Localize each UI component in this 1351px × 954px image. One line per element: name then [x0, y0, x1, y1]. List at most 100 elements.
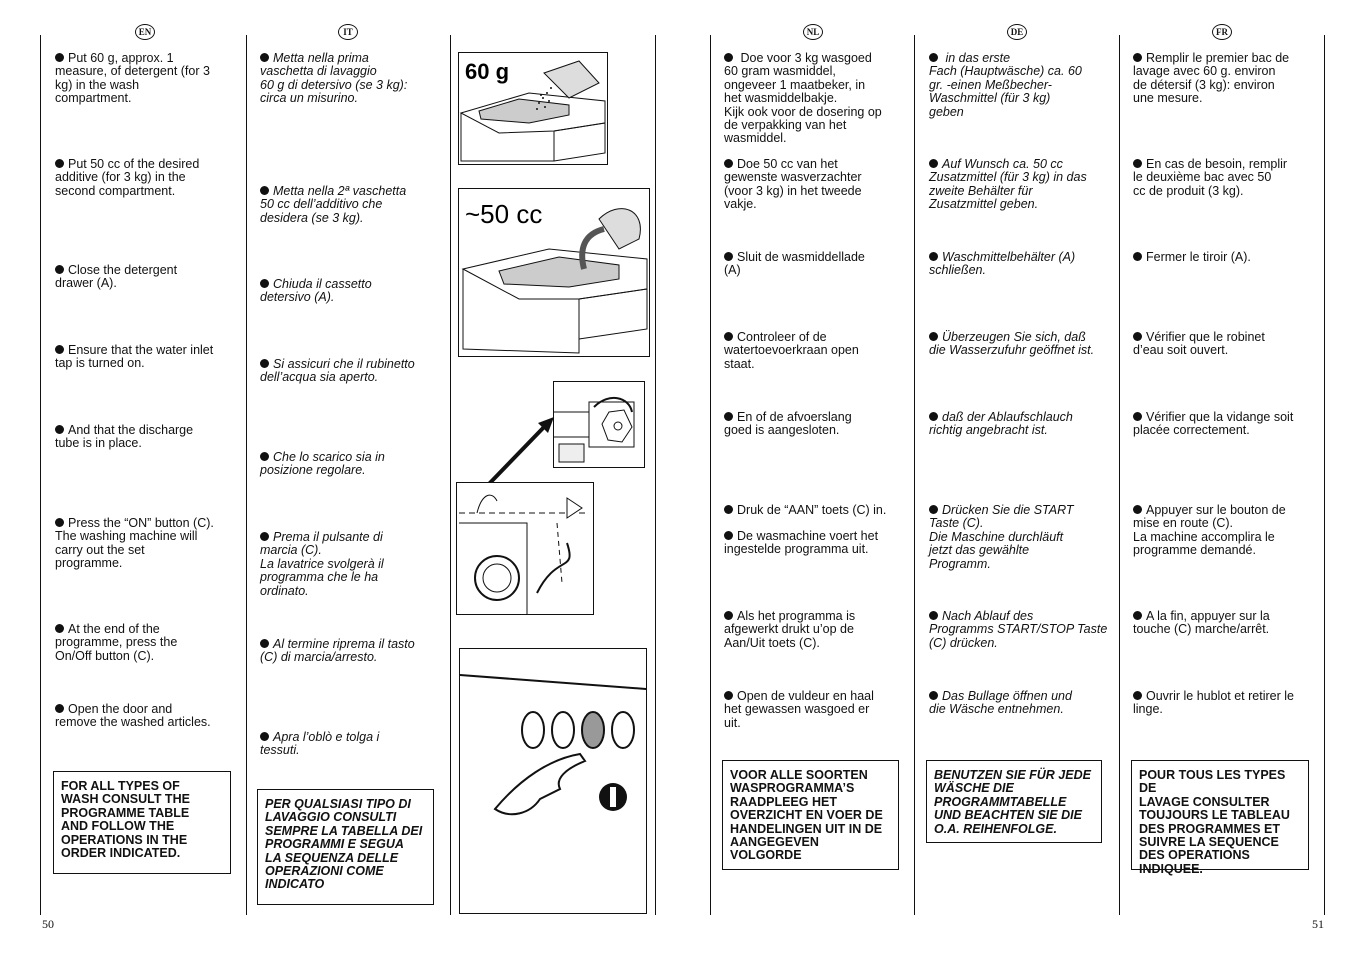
column-divider [710, 35, 711, 915]
language-badge-fr: FR [1212, 24, 1232, 40]
instruction-nl-4: Controleer of de watertoevoerkraan open … [724, 330, 859, 371]
column-divider [914, 35, 915, 915]
bullet-icon [260, 186, 269, 195]
instruction-fr-2: En cas de besoin, remplir le deuxième ba… [1133, 157, 1288, 198]
column-divider [450, 35, 451, 915]
instruction-fr-7: A la fin, appuyer sur la touche (C) marc… [1133, 609, 1270, 637]
instruction-it-3: Chiuda il cassetto detersivo (A). [260, 277, 372, 305]
bullet-icon [1133, 53, 1142, 62]
column-divider [246, 35, 247, 915]
figure-detergent-drawer-60g: 60 g [458, 52, 608, 165]
bullet-icon [55, 159, 64, 168]
figure-label-60g: 60 g [465, 59, 509, 84]
instruction-fr-5: Vérifier que la vidange soit placée corr… [1133, 410, 1294, 438]
bullet-icon [1133, 332, 1142, 341]
column-divider [40, 35, 41, 915]
instruction-en-6: Press the “ON” button (C). The washing m… [55, 516, 214, 571]
bullet-icon [724, 531, 733, 540]
bullet-icon [724, 691, 733, 700]
column-divider [655, 35, 656, 915]
note-box-it: PER QUALSIASI TIPO DI LAVAGGIO CONSULTI … [257, 789, 434, 905]
page-number-left: 50 [42, 917, 54, 931]
bullet-icon [260, 359, 269, 368]
bullet-icon [260, 452, 269, 461]
bullet-icon [1133, 159, 1142, 168]
bullet-icon [724, 412, 733, 421]
bullet-icon [55, 518, 64, 527]
column-divider [1324, 35, 1325, 915]
instruction-nl-1: Doe voor 3 kg wasgoed 60 gram wasmiddel,… [724, 51, 882, 146]
bullet-icon [724, 332, 733, 341]
bullet-icon [260, 53, 269, 62]
bullet-icon [55, 704, 64, 713]
note-box-nl: VOOR ALLE SOORTEN WASPROGRAMMA’S RAADPLE… [722, 760, 899, 870]
bullet-icon [929, 53, 938, 62]
instruction-nl-2: Doe 50 cc van het gewenste wasverzachter… [724, 157, 862, 212]
instruction-en-7: At the end of the programme, press the O… [55, 622, 178, 663]
instruction-de-6: Drücken Sie die START Taste (C). Die Mas… [929, 503, 1074, 571]
bullet-icon [1133, 252, 1142, 261]
instruction-nl-5: En of de afvoerslang goed is aangesloten… [724, 410, 852, 438]
bullet-icon [260, 279, 269, 288]
bullet-icon [55, 345, 64, 354]
instruction-it-5: Che lo scarico sia in posizione regolare… [260, 450, 385, 478]
bullet-icon [55, 624, 64, 633]
instruction-fr-3: Fermer le tiroir (A). [1133, 250, 1251, 264]
figure-tap-closeup [553, 381, 645, 468]
note-box-de: BENUTZEN SIE FÜR JEDE WÄSCHE DIE PROGRAM… [926, 760, 1102, 843]
language-badge-en: EN [135, 24, 155, 40]
bullet-icon [260, 732, 269, 741]
instruction-fr-6: Appuyer sur le bouton de mise en route (… [1133, 503, 1286, 558]
instruction-fr-8: Ouvrir le hublot et retirer le linge. [1133, 689, 1294, 717]
bullet-icon [55, 425, 64, 434]
instruction-en-8: Open the door and remove the washed arti… [55, 702, 211, 730]
bullet-icon [260, 532, 269, 541]
bullet-icon [724, 505, 733, 514]
instruction-de-1: in das erste Fach (Hauptwäsche) ca. 60 g… [929, 51, 1082, 119]
instruction-de-4: Überzeugen Sie sich, daß die Wasserzufuh… [929, 330, 1095, 358]
instruction-en-5: And that the discharge tube is in place. [55, 423, 194, 451]
bullet-icon [929, 252, 938, 261]
instruction-it-2: Metta nella 2ª vaschetta 50 cc dell’addi… [260, 184, 407, 225]
figure-washing-machine-connections [456, 482, 594, 615]
figure-label-50cc: ~50 cc [465, 199, 542, 229]
instruction-nl-3: Sluit de wasmiddellade (A) [724, 250, 865, 278]
instruction-de-2: Auf Wunsch ca. 50 cc Zusatzmittel (für 3… [929, 157, 1087, 212]
instruction-it-8: Apra l’oblò e tolga i tessuti. [260, 730, 380, 758]
instruction-de-7: Nach Ablauf des Programms START/STOP Tas… [929, 609, 1108, 650]
instruction-fr-4: Vérifier que le robinet d’eau soit ouver… [1133, 330, 1265, 358]
bullet-icon [929, 412, 938, 421]
instruction-nl-8: Als het programma is afgewerkt drukt u’o… [724, 609, 856, 650]
bullet-icon [724, 159, 733, 168]
instruction-it-6: Prema il pulsante di marcia (C). La lava… [260, 530, 384, 598]
language-badge-it: IT [338, 24, 358, 40]
bullet-icon [929, 611, 938, 620]
instruction-en-1: Put 60 g, approx. 1 measure, of detergen… [55, 51, 210, 106]
arrow-icon [484, 417, 554, 489]
instruction-fr-1: Remplir le premier bac de lavage avec 60… [1133, 51, 1290, 106]
bullet-icon [929, 691, 938, 700]
instruction-de-8: Das Bullage öffnen und die Wäsche entneh… [929, 689, 1072, 717]
bullet-icon [260, 639, 269, 648]
bullet-icon [55, 265, 64, 274]
instruction-en-4: Ensure that the water inlet tap is turne… [55, 343, 214, 371]
bullet-icon [929, 505, 938, 514]
instruction-de-3: Waschmittelbehälter (A) schließen. [929, 250, 1076, 278]
language-badge-de: DE [1007, 24, 1027, 40]
instruction-en-2: Put 50 cc of the desired additive (for 3… [55, 157, 200, 198]
language-badge-nl: NL [803, 24, 823, 40]
instruction-de-5: daß der Ablaufschlauch richtig angebrach… [929, 410, 1073, 438]
bullet-icon [929, 332, 938, 341]
bullet-icon [1133, 611, 1142, 620]
page-number-right: 51 [1312, 917, 1324, 931]
instruction-nl-6: Druk de “AAN” toets (C) in. [724, 503, 886, 517]
bullet-icon [1133, 412, 1142, 421]
bullet-icon [929, 159, 938, 168]
bullet-icon [724, 611, 733, 620]
column-divider [1119, 35, 1120, 915]
instruction-it-7: Al termine riprema il tasto (C) di marci… [260, 637, 415, 665]
bullet-icon [724, 252, 733, 261]
instruction-en-3: Close the detergent drawer (A). [55, 263, 178, 291]
bullet-icon [1133, 505, 1142, 514]
bullet-icon [1133, 691, 1142, 700]
